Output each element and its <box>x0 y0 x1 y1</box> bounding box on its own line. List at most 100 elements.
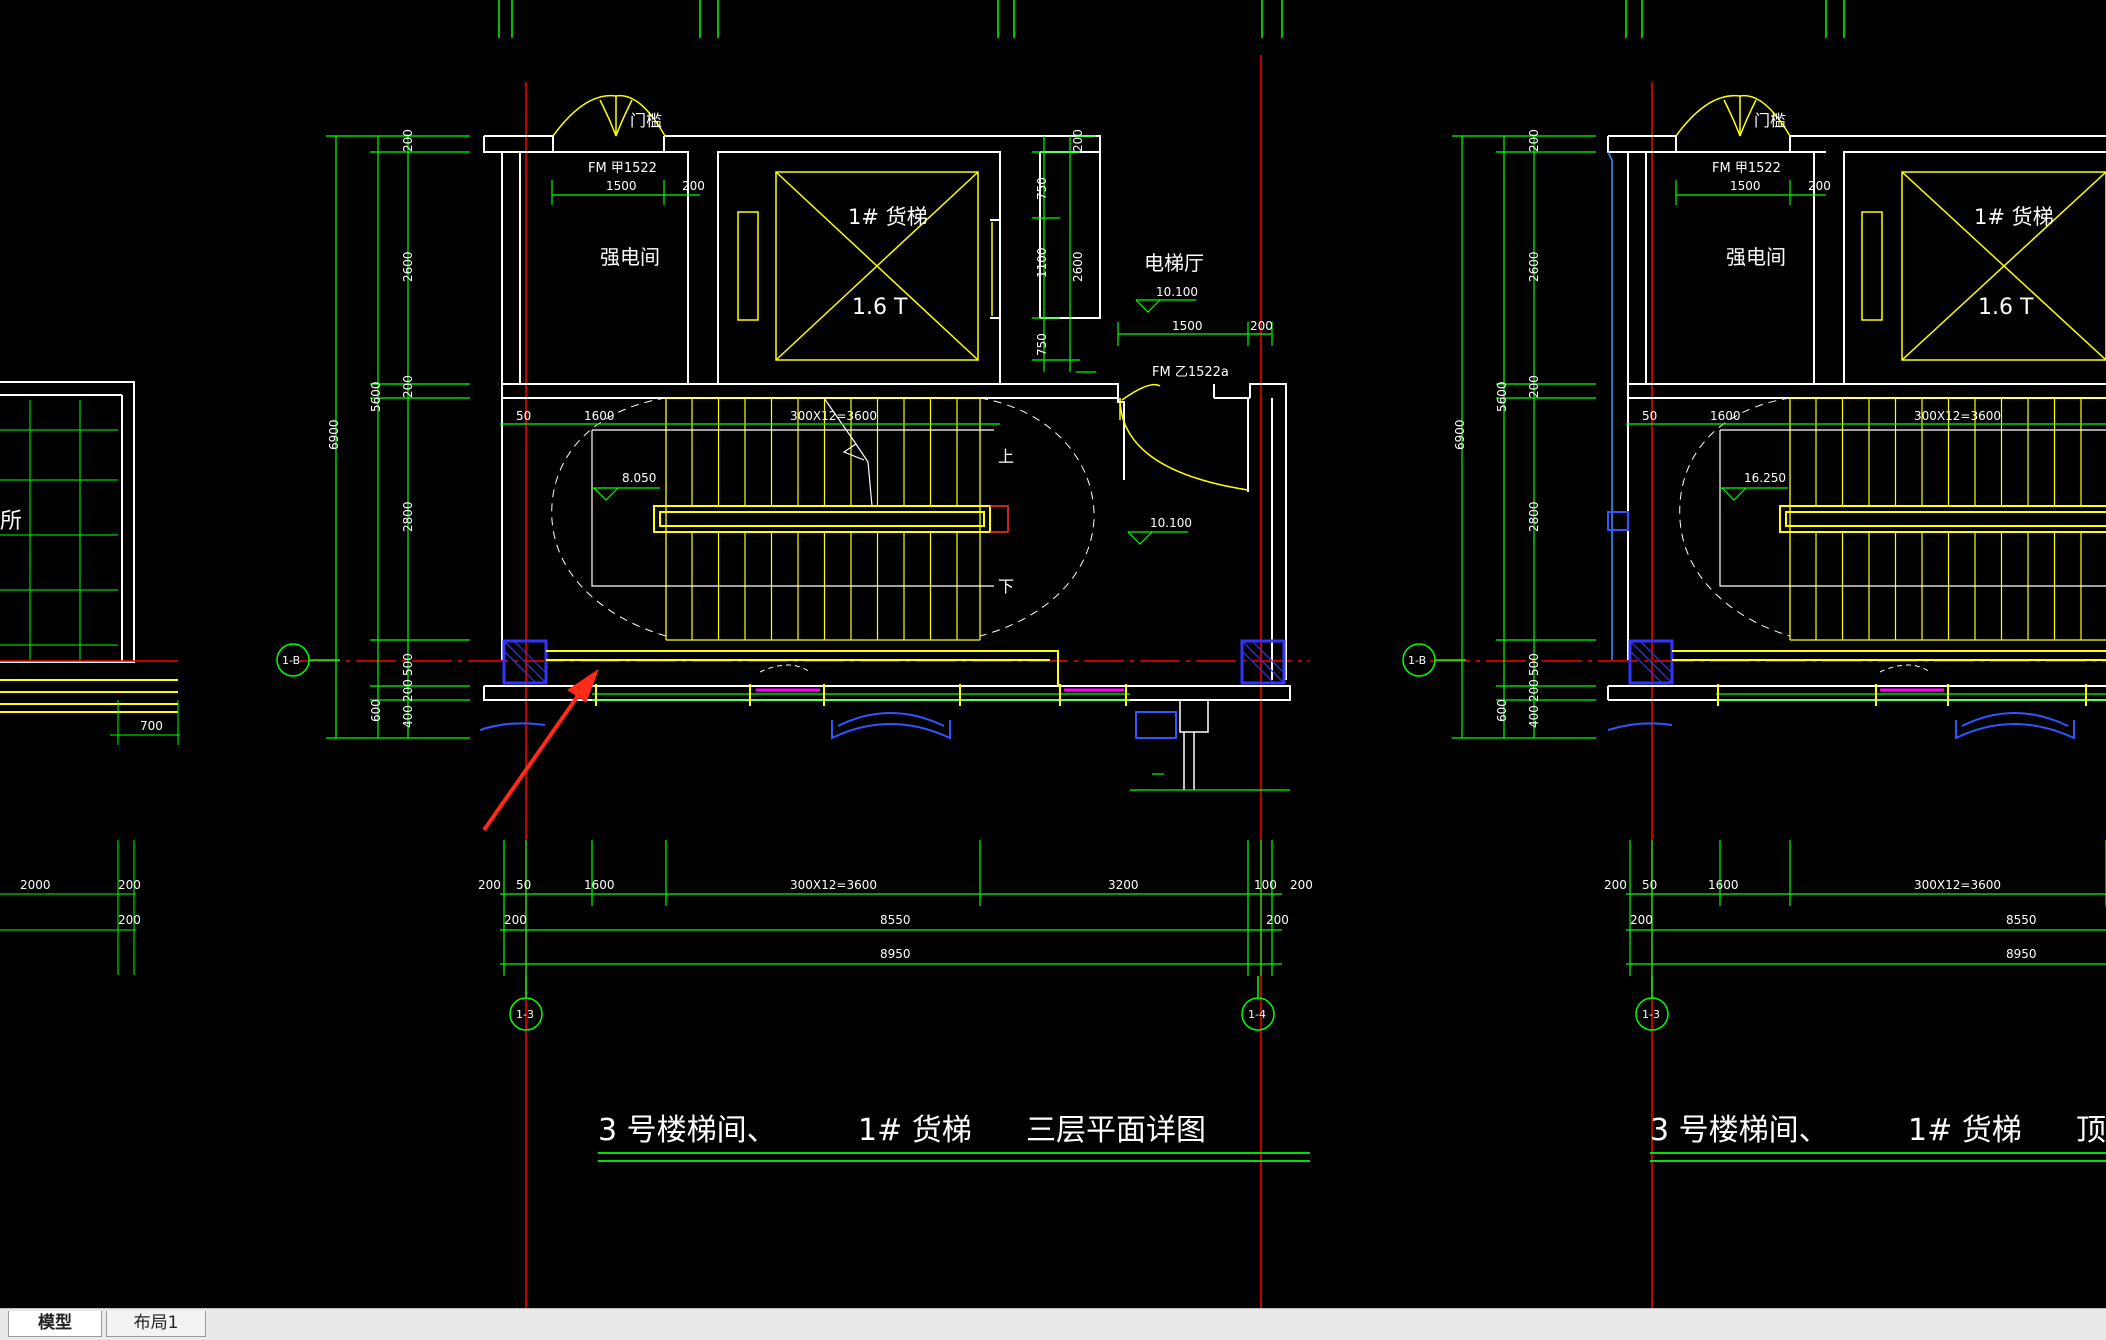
door-sill-label-2: 门槛 <box>1754 111 1786 130</box>
title2-part-3: 顶 <box>2076 1113 2106 1148</box>
dim-right-750a: 750 <box>1035 177 1049 200</box>
dim-right-1100: 1100 <box>1035 247 1049 278</box>
level-hall-a: 10.100 <box>1156 285 1198 299</box>
stair-dim-50-2: 50 <box>1642 409 1657 423</box>
left-dim-6900-2: 6900 <box>1453 419 1467 450</box>
fire-door-a-label: FM 甲1522 <box>588 161 657 176</box>
stair-dim-1600: 1600 <box>584 409 615 423</box>
tab-layout-1[interactable]: 布局1 <box>106 1311 206 1337</box>
bottom-dim-50-2: 50 <box>1642 878 1657 892</box>
axis-bubble-14-label: 1-4 <box>1248 1008 1266 1021</box>
left-fragment-dim-2000: 2000 <box>20 878 51 892</box>
dim-right-200: 200 <box>1071 129 1085 152</box>
bottom-dim3-8950: 8950 <box>880 947 911 961</box>
left-dim-600: 600 <box>369 699 383 722</box>
dim-200-top-2: 200 <box>1808 179 1831 193</box>
left-fragment-drawing: 所 700 2000 200 200 <box>0 381 180 975</box>
level-landing: 8.050 <box>622 471 656 485</box>
layout-tab-bar: 模型 布局1 <box>0 1308 2106 1340</box>
bottom-dim2-200-left: 200 <box>504 913 527 927</box>
title-part-3: 三层平面详图 <box>1026 1113 1206 1148</box>
room-electric-label-2: 强电间 <box>1726 245 1786 269</box>
level-landing-2: 16.250 <box>1744 471 1786 485</box>
left-dim-200c: 200 <box>401 679 415 702</box>
left-fragment-dim-200b: 200 <box>118 913 141 927</box>
bottom-dim-1600-2: 1600 <box>1708 878 1739 892</box>
cad-model-space[interactable]: 所 700 2000 200 200 <box>0 0 2106 1308</box>
bottom-dim2-200-right: 200 <box>1266 913 1289 927</box>
stair-elevator-plan-2[interactable]: 门槛 FM 甲1522 1500 200 强电间 1# 货梯 1.6 T <box>1402 0 2106 1308</box>
left-dim-5600: 5600 <box>369 381 383 412</box>
title-part-1: 3 号楼梯间、 <box>598 1113 777 1148</box>
bottom-dim3-8950-2: 8950 <box>2006 947 2037 961</box>
dim-hall-200: 200 <box>1250 319 1273 333</box>
axis-bubble-1b-label: 1-B <box>282 654 300 667</box>
bottom-dim2-200-left-2: 200 <box>1630 913 1653 927</box>
door-sill-label: 门槛 <box>630 111 662 130</box>
stair-run-dim: 300X12=3600 <box>790 409 877 423</box>
elevator-capacity-label-2: 1.6 T <box>1978 295 2034 320</box>
bottom-dim-50: 50 <box>516 878 531 892</box>
elevator-name-label: 1# 货梯 <box>848 205 928 229</box>
left-dim-200a-2: 200 <box>1527 129 1541 152</box>
axis-bubble-1b-label-2: 1-B <box>1408 654 1426 667</box>
dim-1500-top-2: 1500 <box>1730 179 1761 193</box>
bottom-dim-100: 100 <box>1254 878 1277 892</box>
stair-run-dim-2: 300X12=3600 <box>1914 409 2001 423</box>
left-fragment-dim-200a: 200 <box>118 878 141 892</box>
stair-dim-1600-2: 1600 <box>1710 409 1741 423</box>
left-dim-200b: 200 <box>401 375 415 398</box>
left-dim-6900: 6900 <box>327 419 341 450</box>
stair-elevator-plan-1[interactable]: 门槛 FM 甲1522 1500 200 强电间 1# 货梯 1.6 T <box>276 0 1313 1308</box>
annotation-arrow <box>482 668 600 832</box>
bottom-dim2-8550: 8550 <box>880 913 911 927</box>
bottom-dim2-8550-2: 8550 <box>2006 913 2037 927</box>
elevator-hall-label: 电梯厅 <box>1144 251 1204 275</box>
axis-bubble-13-label-2: 1-3 <box>1642 1008 1660 1021</box>
left-dim-500-2: 500 <box>1527 653 1541 676</box>
dim-hall-1500: 1500 <box>1172 319 1203 333</box>
axis-bubble-13-label: 1-3 <box>516 1008 534 1021</box>
left-fragment-room-label: 所 <box>0 509 22 534</box>
left-dim-2600: 2600 <box>401 251 415 282</box>
left-dim-400-2: 400 <box>1527 705 1541 728</box>
tab-model[interactable]: 模型 <box>8 1311 102 1337</box>
left-dim-2600-2: 2600 <box>1527 251 1541 282</box>
column-right <box>1240 639 1286 685</box>
bottom-dim-3200: 3200 <box>1108 878 1139 892</box>
title2-part-2: 1# 货梯 <box>1908 1113 2022 1148</box>
left-dim-200c-2: 200 <box>1527 679 1541 702</box>
dim-200-top: 200 <box>682 179 705 193</box>
stair-down-label: 下 <box>998 577 1014 596</box>
bottom-dim-200-left-2: 200 <box>1604 878 1627 892</box>
dim-right-750b: 750 <box>1035 333 1049 356</box>
stair-dim-50: 50 <box>516 409 531 423</box>
bottom-dim-200-left: 200 <box>478 878 501 892</box>
elevator-capacity-label: 1.6 T <box>852 295 908 320</box>
left-dim-500: 500 <box>401 653 415 676</box>
title-part-2: 1# 货梯 <box>858 1113 972 1148</box>
bottom-dim-1600: 1600 <box>584 878 615 892</box>
fire-door-a-label-2: FM 甲1522 <box>1712 161 1781 176</box>
cad-drawing-canvas[interactable]: 所 700 2000 200 200 <box>0 0 2106 1308</box>
left-dim-200b-2: 200 <box>1527 375 1541 398</box>
dim-right-2600: 2600 <box>1071 251 1085 282</box>
bottom-dim-200-right: 200 <box>1290 878 1313 892</box>
fire-door-b-label: FM 乙1522a <box>1152 365 1229 380</box>
column-left <box>502 639 548 685</box>
left-dim-600-2: 600 <box>1495 699 1509 722</box>
elevator-name-label-2: 1# 货梯 <box>1974 205 2054 229</box>
left-dim-200a: 200 <box>401 129 415 152</box>
stair-up-label: 上 <box>998 447 1014 466</box>
axis-bubble-1b <box>276 643 340 677</box>
left-dim-2800: 2800 <box>401 501 415 532</box>
bottom-dim-run: 300X12=3600 <box>790 878 877 892</box>
title2-part-1: 3 号楼梯间、 <box>1650 1113 1829 1148</box>
left-dim-5600-2: 5600 <box>1495 381 1509 412</box>
left-dim-400: 400 <box>401 705 415 728</box>
level-hall-b: 10.100 <box>1150 516 1192 530</box>
room-electric-label: 强电间 <box>600 245 660 269</box>
left-dim-2800-2: 2800 <box>1527 501 1541 532</box>
left-fragment-dim-700: 700 <box>140 719 163 733</box>
dim-1500-top: 1500 <box>606 179 637 193</box>
